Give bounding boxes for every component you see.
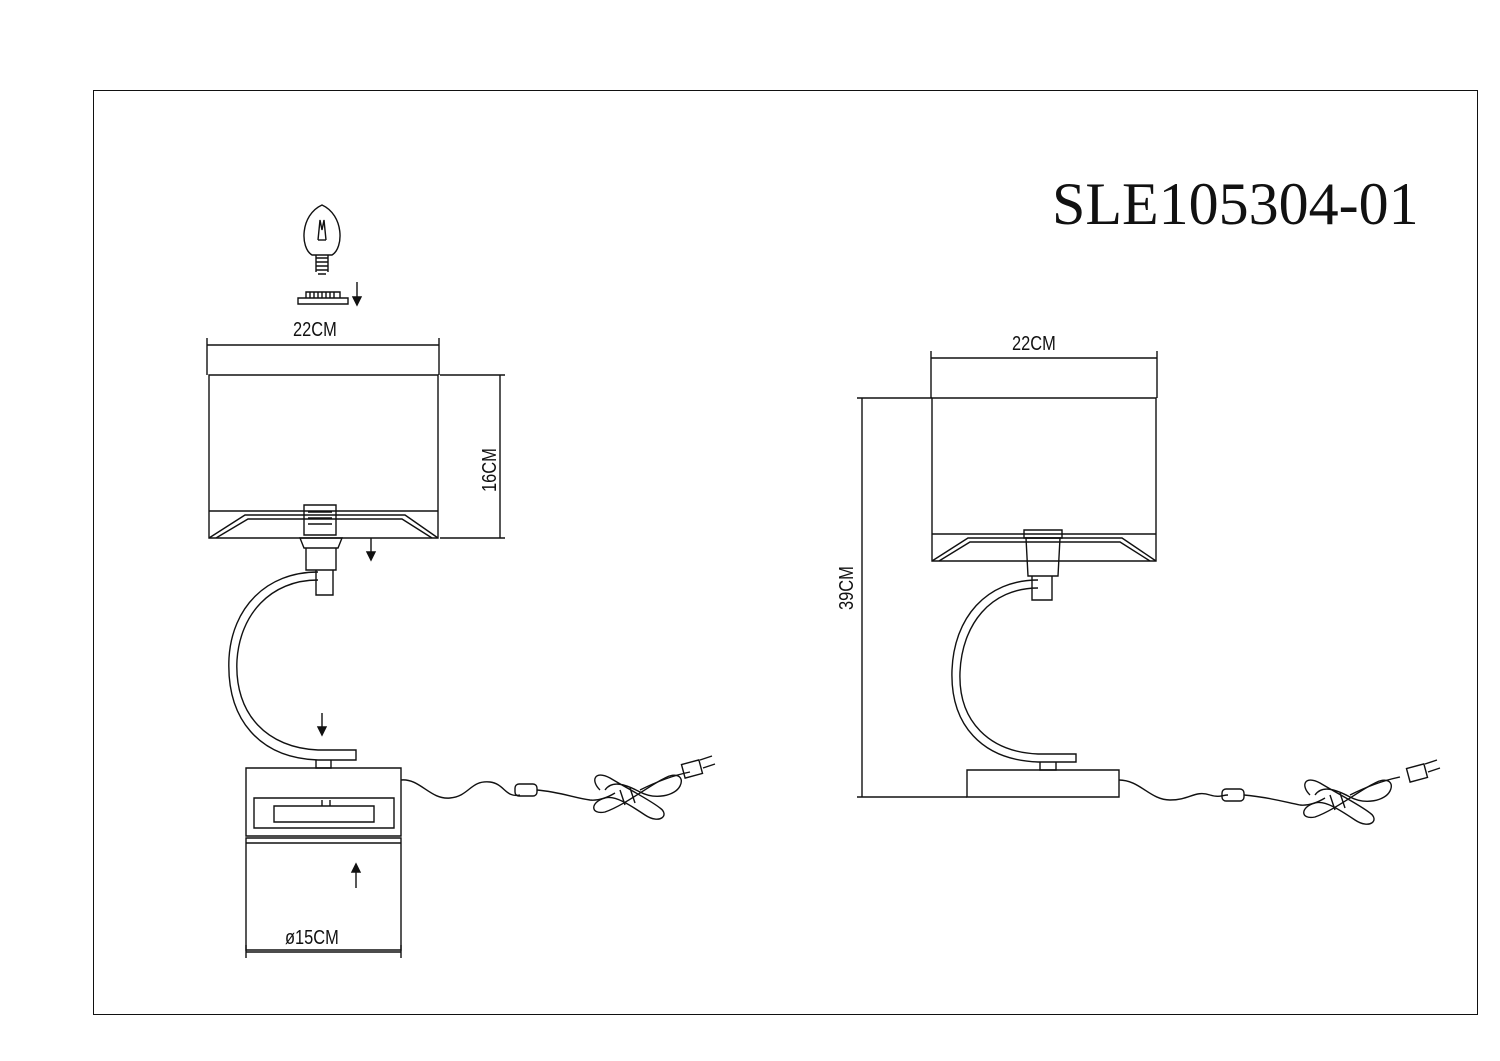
side-total-height-dimension: [857, 398, 967, 797]
front-base: [246, 768, 401, 950]
side-view: [857, 351, 1440, 824]
side-socket: [1024, 530, 1062, 600]
front-stem: [316, 760, 331, 768]
front-socket: [300, 505, 342, 570]
front-base-diameter-dimension: [246, 945, 401, 958]
side-lamp-shade: [932, 398, 1156, 561]
front-plug-icon: [681, 760, 702, 778]
front-power-cord: [401, 756, 715, 819]
bulb-icon: [304, 205, 340, 274]
assembly-arrow-3: [318, 713, 326, 735]
side-shade-width-dimension: [931, 351, 1157, 398]
front-lamp-shade: [209, 375, 438, 538]
front-cord-switch: [515, 784, 537, 796]
side-c-arm: [952, 580, 1076, 762]
front-base-diameter-label: ø15CM: [285, 927, 339, 949]
assembly-arrow-4: [352, 864, 360, 888]
assembly-arrow-2: [367, 538, 375, 560]
front-shade-width-dimension: [207, 338, 439, 375]
side-plug-icon: [1406, 764, 1427, 782]
model-number: SLE105304-01: [1052, 171, 1419, 237]
lamp-holder-ring-icon: [298, 292, 348, 304]
side-shade-width-label: 22CM: [1012, 333, 1056, 355]
drawing-frame: [93, 90, 1478, 1015]
assembly-arrow-1: [353, 282, 361, 305]
side-power-cord: [1119, 760, 1440, 824]
front-view: [207, 205, 715, 958]
front-shade-height-dimension: [440, 375, 505, 538]
front-shade-width-label: 22CM: [293, 319, 337, 341]
front-c-arm: [229, 572, 356, 760]
side-stem: [1040, 762, 1056, 770]
front-neck: [316, 570, 333, 595]
side-base: [967, 770, 1119, 797]
